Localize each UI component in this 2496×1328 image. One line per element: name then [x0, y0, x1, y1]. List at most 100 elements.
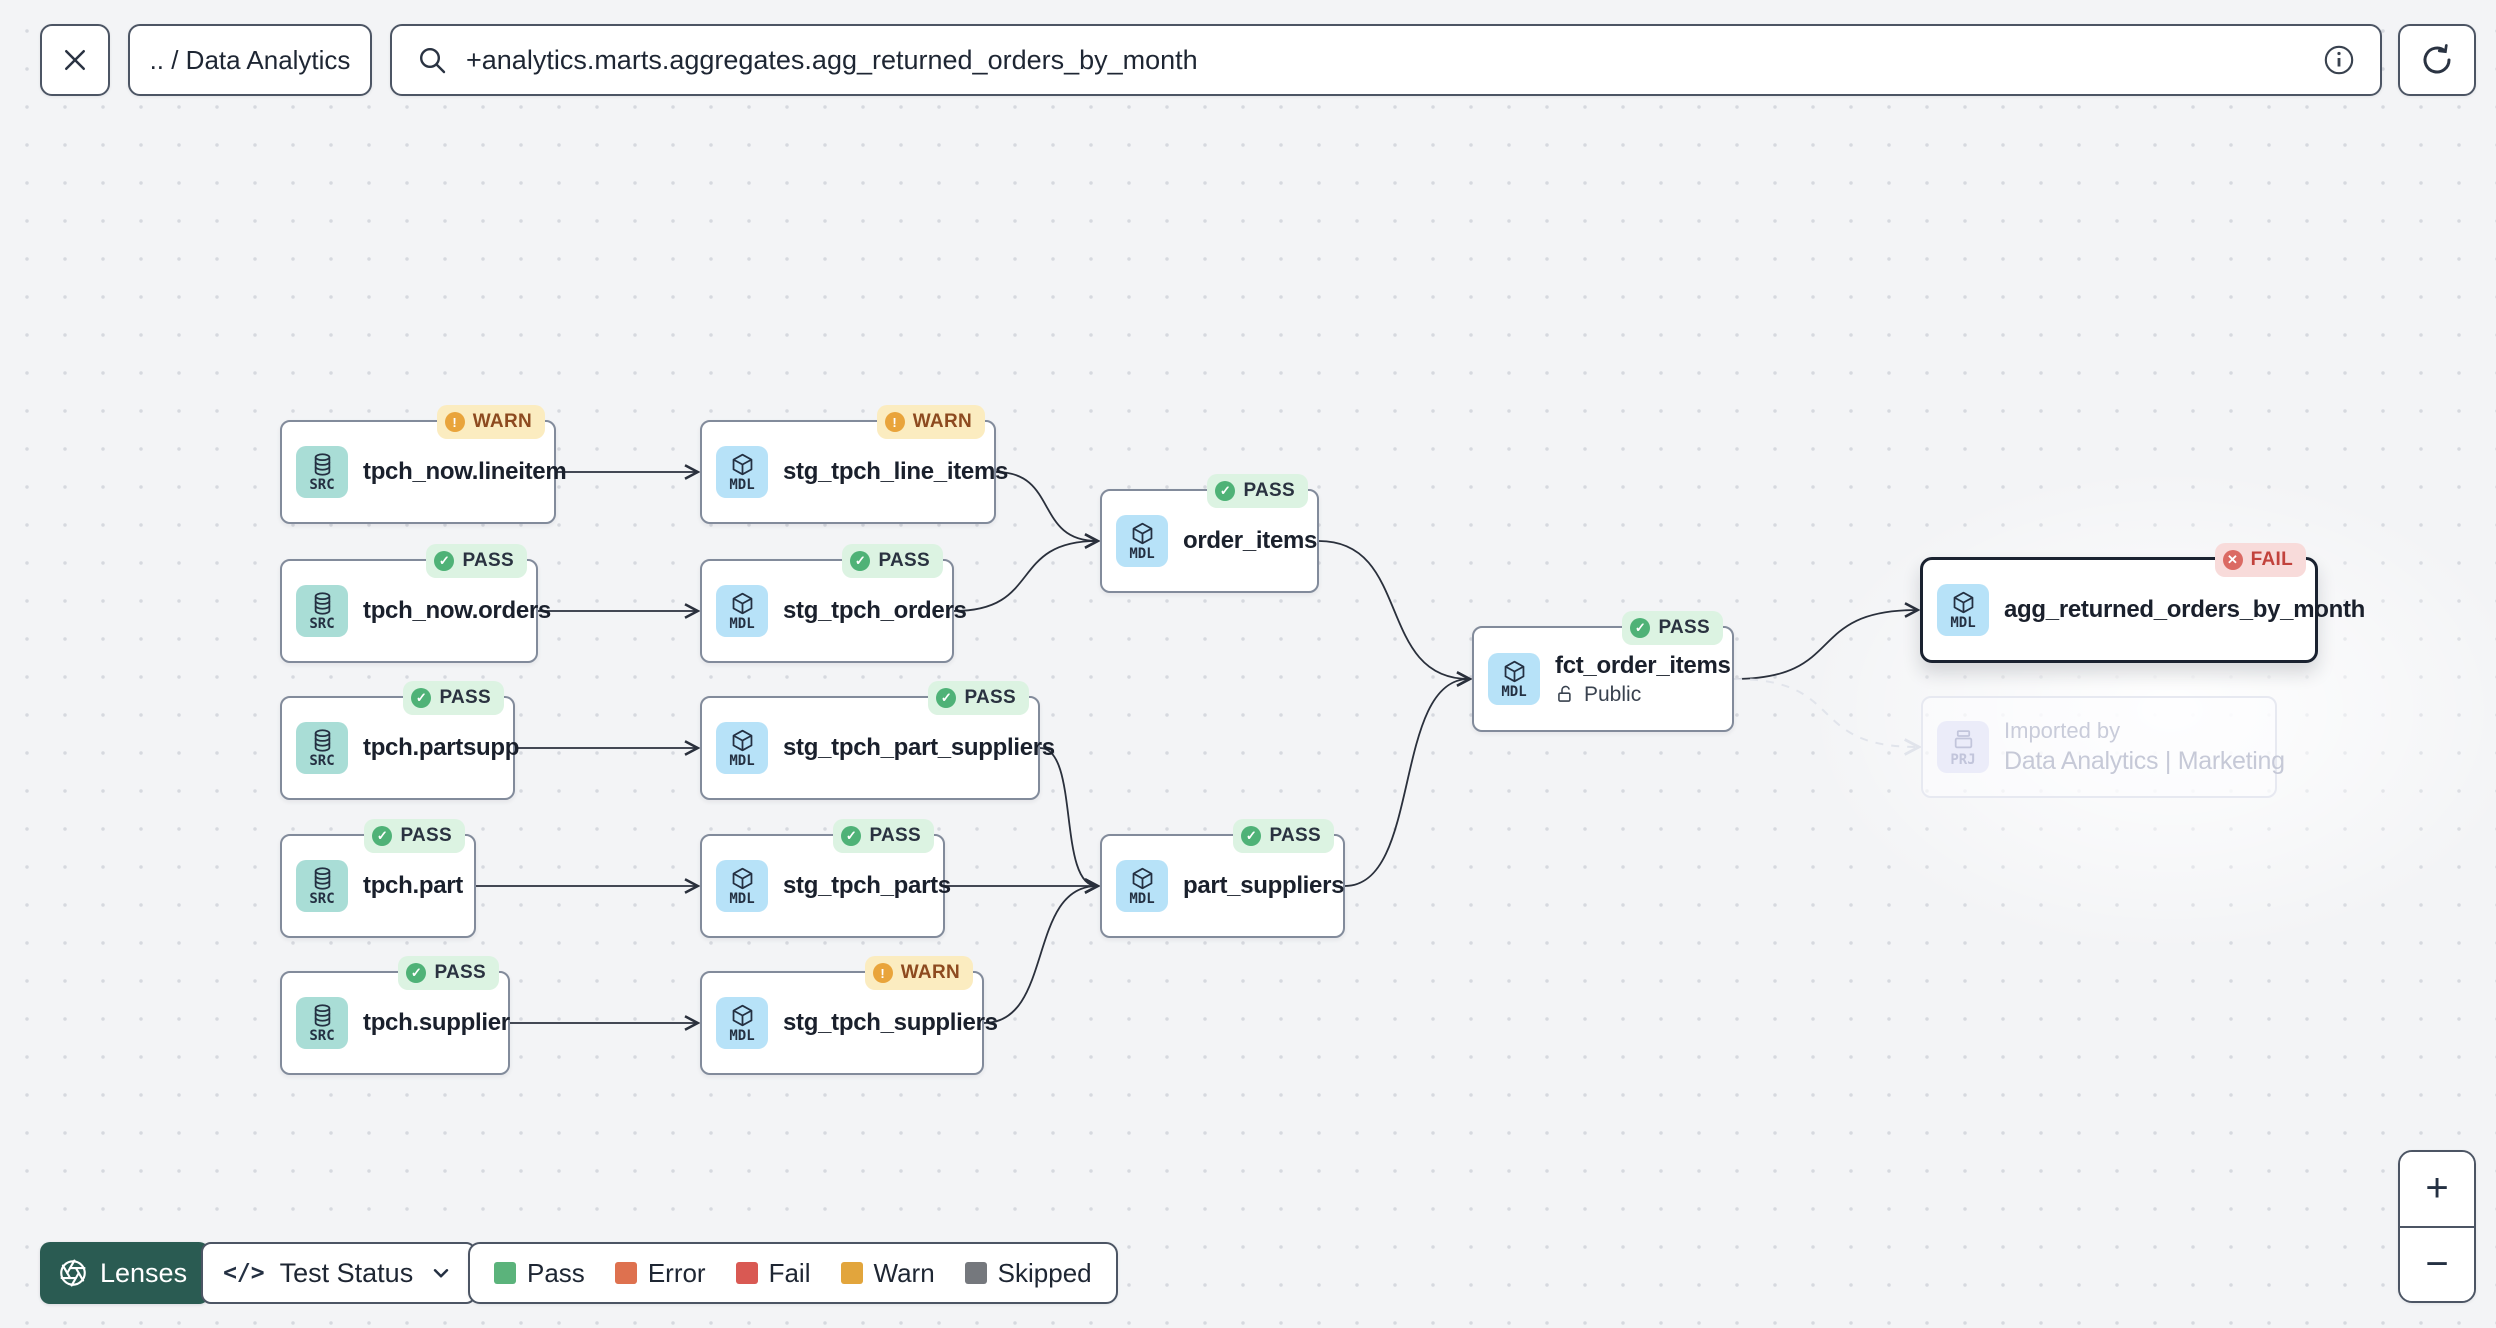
node-text: tpch.supplier [363, 1009, 510, 1037]
edge-stg_tpch_suppliers-to-part_suppliers [983, 886, 1097, 1024]
search-input[interactable] [464, 43, 2306, 77]
status-badge-pass: ✓PASS [833, 819, 934, 853]
node-label: order_items [1183, 527, 1318, 554]
node-label: part_suppliers [1183, 872, 1345, 899]
tile-kind-label: SRC [309, 891, 335, 907]
ghost-line-1: Imported by [2004, 718, 2121, 743]
node-label: tpch.supplier [363, 1009, 510, 1036]
node-text: tpch.part [363, 872, 463, 900]
status-icon: ✓ [434, 551, 455, 571]
status-badge-warn: ! WARN [436, 405, 545, 439]
node-text: tpch_now.lineitem [363, 458, 567, 486]
node-label: stg_tpch_line_items [783, 458, 1009, 485]
src-tile-icon: SRC [296, 446, 348, 498]
status-label: PASS [1658, 617, 1710, 638]
graph-node-tpch_partsupp[interactable]: ✓ PASS SRC tpch.partsupp [280, 681, 519, 800]
legend-swatch [614, 1262, 637, 1284]
aperture-icon [58, 1258, 88, 1288]
status-icon: ✓ [411, 688, 432, 708]
node-text: stg_tpch_line_items [783, 458, 1009, 486]
zoom-out-button[interactable]: − [2400, 1225, 2474, 1301]
mdl-tile-icon: MDL [716, 722, 768, 774]
search-icon [416, 44, 448, 76]
edge-stg_tpch_line_items-to-order_items [995, 471, 1097, 541]
status-label: WARN [900, 962, 960, 983]
edge-order_items-to-fct_order_items [1318, 540, 1469, 679]
status-label: PASS [439, 687, 491, 708]
node-label: stg_tpch_orders [783, 597, 967, 624]
src-tile-icon: SRC [296, 585, 348, 637]
status-label: PASS [878, 550, 930, 571]
zoom-in-button[interactable]: + [2400, 1152, 2474, 1226]
status-label: PASS [400, 825, 452, 846]
tile-kind-label: SRC [309, 1028, 335, 1044]
status-badge-pass: ✓PASS [1233, 819, 1334, 853]
legend-swatch [735, 1262, 758, 1284]
node-label: agg_returned_orders_by_month [2004, 596, 2366, 623]
status-icon: ✓ [1630, 618, 1651, 638]
status-label: PASS [869, 825, 921, 846]
node-label: tpch_now.lineitem [363, 458, 567, 485]
search-bar[interactable] [390, 24, 2382, 96]
tile-kind-label: MDL [1129, 546, 1155, 562]
status-icon: ✓ [936, 688, 957, 708]
src-tile-icon: SRC [296, 860, 348, 912]
node-text: part_suppliers [1183, 872, 1345, 900]
legend-label: Error [647, 1257, 706, 1288]
graph-node-stg_tpch_parts[interactable]: ✓PASS MDL stg_tpch_parts [700, 819, 951, 938]
status-label: WARN [912, 411, 972, 432]
lens-selector[interactable]: </> Test Status [201, 1242, 477, 1304]
access-label: Public [1584, 682, 1642, 706]
breadcrumb[interactable]: .. / Data Analytics [128, 24, 372, 96]
legend-item-skipped: Skipped [964, 1258, 1092, 1289]
zoom-controls: + − [2398, 1150, 2476, 1303]
status-icon: ✓ [1241, 826, 1262, 846]
lenses-control: Lenses </> Test Status [40, 1242, 477, 1304]
legend-item-warn: Warn [840, 1258, 935, 1289]
mdl-tile-icon: MDL [1488, 653, 1540, 705]
status-badge-fail: ✕FAIL [2214, 543, 2306, 577]
tile-kind-label: MDL [729, 891, 755, 907]
legend-swatch [840, 1262, 863, 1284]
node-label: tpch.part [363, 872, 463, 899]
graph-node-tpch_now_lineitem[interactable]: ! WARN SRC tpch_now.lineitem [280, 405, 567, 524]
src-tile-icon: SRC [296, 997, 348, 1049]
lenses-button[interactable]: Lenses [40, 1242, 210, 1304]
status-icon: ! [444, 412, 465, 432]
status-icon: ! [884, 412, 905, 432]
node-text: stg_tpch_parts [783, 872, 951, 900]
tile-kind-label: SRC [309, 616, 335, 632]
legend-swatch [494, 1262, 516, 1284]
mdl-tile-icon: MDL [716, 997, 768, 1049]
node-text: tpch.partsupp [363, 734, 519, 762]
refresh-button[interactable] [2398, 24, 2476, 96]
status-label: WARN [472, 411, 532, 432]
mdl-tile-icon: MDL [716, 585, 768, 637]
status-icon: ! [872, 963, 893, 983]
node-text: agg_returned_orders_by_month [2004, 596, 2366, 624]
tile-kind-label: MDL [729, 1028, 755, 1044]
open-lock-icon [1555, 684, 1576, 705]
info-icon[interactable] [2322, 43, 2356, 77]
tile-kind-label: SRC [309, 753, 335, 769]
close-button[interactable] [40, 24, 110, 96]
mdl-tile-icon: MDL [1116, 515, 1168, 567]
graph-node-part_suppliers[interactable]: ✓PASS MDL part_suppliers [1100, 819, 1345, 938]
tile-kind-label: MDL [729, 616, 755, 632]
mdl-tile-icon: MDL [1116, 860, 1168, 912]
graph-node-tpch_part[interactable]: ✓PASS SRC tpch.part [280, 819, 476, 938]
status-badge-pass: ✓PASS [364, 819, 465, 853]
tile-kind-label: MDL [1501, 684, 1527, 700]
tile-kind-label: MDL [1129, 891, 1155, 907]
node-label: stg_tpch_parts [783, 872, 951, 899]
